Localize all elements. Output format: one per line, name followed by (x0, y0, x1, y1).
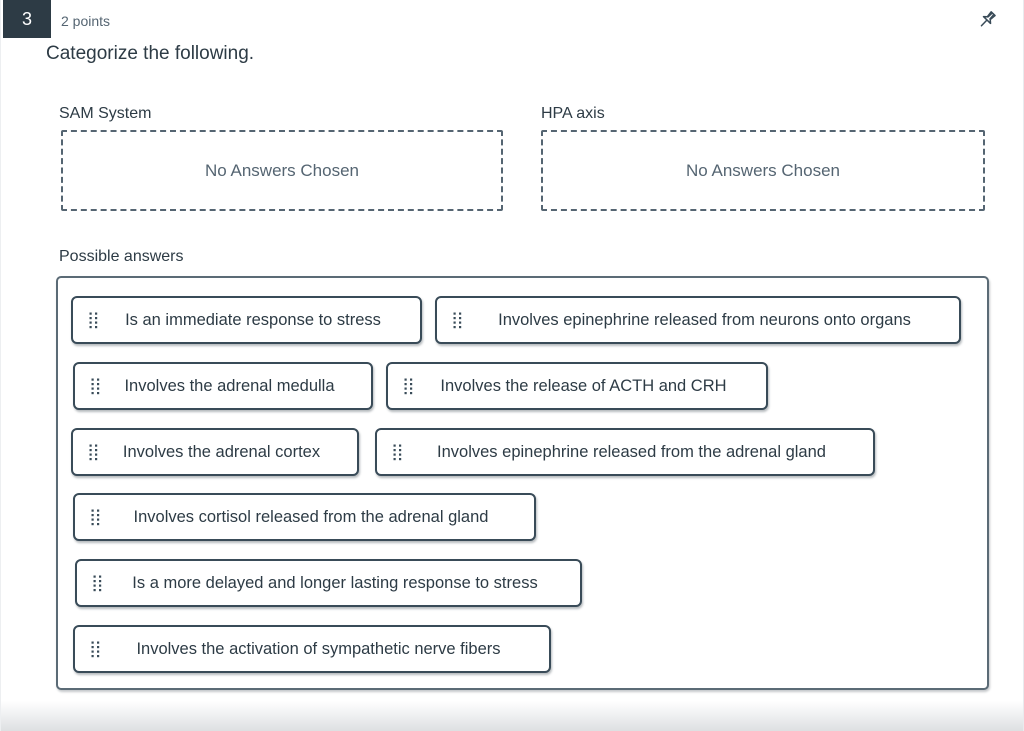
answer-chip[interactable]: Involves the adrenal medulla (73, 362, 373, 410)
drag-handle-icon[interactable] (93, 575, 102, 592)
answer-chip[interactable]: Involves the release of ACTH and CRH (386, 362, 768, 410)
answer-chip[interactable]: Involves epinephrine released from the a… (375, 428, 875, 476)
answer-chip[interactable]: Involves the activation of sympathetic n… (73, 625, 551, 673)
question-stem: Categorize the following. (46, 43, 255, 64)
possible-answers-container (56, 276, 989, 690)
answer-chip[interactable]: Involves the adrenal cortex (71, 428, 359, 476)
answer-chip-label: Is an immediate response to stress (125, 310, 381, 329)
question-points: 2 points (61, 13, 111, 29)
answer-chip-label: Involves the activation of sympathetic n… (136, 639, 501, 658)
pushpin-icon (975, 8, 999, 35)
category-label-hpa-axis: HPA axis (541, 105, 605, 122)
question-number-badge: 3 (3, 0, 51, 38)
drag-handle-icon[interactable] (91, 509, 100, 526)
answer-chip[interactable]: Involves cortisol released from the adre… (73, 493, 536, 541)
answer-chip-label: Is a more delayed and longer lasting res… (132, 573, 538, 592)
possible-answers-label: Possible answers (59, 248, 184, 265)
drag-handle-icon[interactable] (453, 312, 462, 329)
drop-zone-placeholder: No Answers Chosen (204, 160, 360, 180)
drop-zone-placeholder: No Answers Chosen (685, 160, 841, 180)
answer-chip-label: Involves epinephrine released from neuro… (498, 310, 911, 329)
answer-chip[interactable]: Involves epinephrine released from neuro… (435, 296, 961, 344)
drag-handle-icon[interactable] (393, 444, 402, 461)
drag-handle-icon[interactable] (404, 378, 413, 395)
drop-zone-hpa-axis[interactable]: No Answers Chosen (541, 130, 985, 211)
answer-chip-label: Involves epinephrine released from the a… (437, 442, 826, 461)
pin-question-button[interactable] (973, 7, 1001, 35)
card-bottom-shadow (1, 701, 1023, 731)
category-label-sam-system: SAM System (59, 105, 152, 122)
answer-chip-label: Involves the adrenal cortex (122, 442, 321, 461)
drag-handle-icon[interactable] (91, 641, 100, 658)
drop-zone-sam-system[interactable]: No Answers Chosen (61, 130, 503, 211)
answer-chip-label: Involves the adrenal medulla (124, 376, 335, 395)
answer-chip[interactable]: Is an immediate response to stress (71, 296, 422, 344)
answer-chip-label: Involves the release of ACTH and CRH (440, 376, 727, 395)
drag-handle-icon[interactable] (89, 444, 98, 461)
answer-chip[interactable]: Is a more delayed and longer lasting res… (75, 559, 582, 607)
answer-chip-label: Involves cortisol released from the adre… (133, 507, 489, 526)
drag-handle-icon[interactable] (89, 312, 98, 329)
drag-handle-icon[interactable] (91, 378, 100, 395)
